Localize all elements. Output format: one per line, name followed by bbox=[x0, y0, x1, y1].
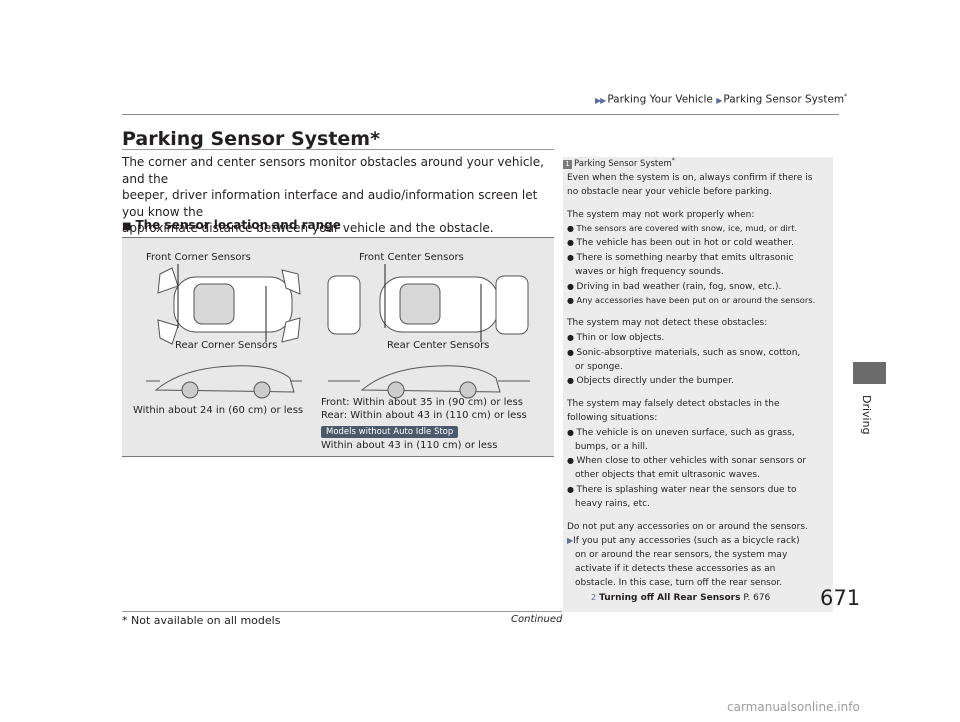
page-title: Parking Sensor System* bbox=[122, 128, 380, 150]
sidebar-arrow-text: If you put any accessories (such as a bi… bbox=[573, 536, 800, 547]
breadcrumb-arrow-icon: ▶ bbox=[716, 95, 722, 105]
breadcrumb: ▶▶Parking Your Vehicle ▶Parking Sensor S… bbox=[595, 93, 847, 106]
sidebar-line: obstacle. In this case, turn off the rea… bbox=[575, 577, 783, 588]
label-rear-corner: Rear Corner Sensors bbox=[175, 340, 278, 351]
sidebar-line: heavy rains, etc. bbox=[575, 498, 650, 509]
sidebar-line: bumps, or a hill. bbox=[575, 441, 648, 452]
sidebar-line: other objects that emit ultrasonic waves… bbox=[575, 470, 760, 481]
sidebar-line: waves or high frequency sounds. bbox=[575, 266, 724, 277]
footer-divider bbox=[122, 611, 562, 612]
intro-line: beeper, driver information interface and… bbox=[122, 188, 538, 219]
sidebar-bullet-text: Sonic-absorptive materials, such as snow… bbox=[576, 347, 801, 358]
sidebar-body: Even when the system is on, always confi… bbox=[567, 172, 815, 605]
label-center-front-range: Front: Within about 35 in (90 cm) or les… bbox=[321, 397, 523, 408]
watermark: carmanualsonline.info bbox=[727, 700, 860, 714]
breadcrumb-item-sensor[interactable]: Parking Sensor System bbox=[723, 93, 845, 106]
header-divider bbox=[122, 114, 839, 115]
sidebar-bullet: ● When close to other vehicles with sona… bbox=[567, 456, 807, 467]
page-number: 671 bbox=[820, 586, 861, 610]
sidebar-bullet: ● The vehicle is on uneven surface, such… bbox=[567, 427, 795, 438]
sidebar-bullet-text: Driving in bad weather (rain, fog, snow,… bbox=[576, 281, 782, 292]
sidebar-note-box bbox=[563, 157, 833, 612]
continued-label: Continued bbox=[511, 614, 563, 625]
page-title-asterisk: * bbox=[370, 128, 381, 150]
callout-lines bbox=[177, 264, 482, 342]
sidebar-bullet: ● Driving in bad weather (rain, fog, sno… bbox=[567, 281, 782, 292]
sidebar-bullet: ● Objects directly under the bumper. bbox=[567, 376, 734, 387]
section-heading-text: The sensor location and range bbox=[135, 218, 341, 232]
reference-title: Turning off All Rear Sensors bbox=[599, 592, 741, 603]
sidebar-bullet: ● The vehicle has been out in hot or col… bbox=[567, 238, 794, 249]
breadcrumb-item-parking[interactable]: Parking Your Vehicle bbox=[607, 93, 713, 106]
sidebar-heading-text: Parking Sensor System bbox=[574, 158, 672, 169]
section-heading: ■The sensor location and range bbox=[122, 218, 341, 232]
sidebar-line: or sponge. bbox=[575, 361, 623, 372]
section-marker: ■ bbox=[122, 221, 132, 232]
chapter-tab-marker bbox=[853, 362, 886, 384]
sidebar-bullet-text: Thin or low objects. bbox=[576, 332, 665, 343]
sidebar-bullet-text: The sensors are covered with snow, ice, … bbox=[576, 223, 798, 234]
label-corner-range: Within about 24 in (60 cm) or less bbox=[133, 405, 304, 416]
models-badge: Models without Auto Idle Stop bbox=[321, 426, 459, 438]
breadcrumb-arrow-icon: ▶▶ bbox=[595, 95, 606, 105]
arrow-icon: ▶ bbox=[567, 536, 574, 546]
sidebar-bullet: ● There is splashing water near the sens… bbox=[567, 484, 797, 495]
sidebar-line: no obstacle near your vehicle before par… bbox=[567, 186, 772, 197]
sidebar-line: following situations: bbox=[567, 412, 658, 423]
sidebar-number-icon: 1 bbox=[563, 159, 572, 169]
label-front-corner: Front Corner Sensors bbox=[146, 252, 251, 263]
intro-line: The corner and center sensors monitor ob… bbox=[122, 155, 544, 186]
sidebar-bullet-text: Any accessories have been put on or arou… bbox=[576, 295, 816, 306]
sidebar-bullet-text: When close to other vehicles with sonar … bbox=[576, 456, 807, 467]
intro-paragraph: The corner and center sensors monitor ob… bbox=[122, 154, 554, 237]
sidebar-bullet-text: The vehicle is on uneven surface, such a… bbox=[576, 427, 795, 438]
breadcrumb-asterisk: * bbox=[844, 93, 848, 100]
side-view-car-corner bbox=[146, 365, 302, 399]
sidebar-line: The system may not work properly when: bbox=[567, 209, 755, 220]
reference-icon: 2 bbox=[591, 592, 597, 602]
sidebar-bullet-text: There is something nearby that emits ult… bbox=[576, 252, 794, 263]
top-view-car-corner bbox=[157, 267, 301, 345]
label-rear-center: Rear Center Sensors bbox=[387, 340, 490, 351]
reference-page: P. 676 bbox=[743, 592, 771, 603]
sidebar-bullet-text: Objects directly under the bumper. bbox=[576, 376, 734, 387]
sidebar-line: The system may not detect these obstacle… bbox=[567, 318, 768, 329]
footnote: * Not available on all models bbox=[122, 614, 281, 627]
page-title-text: Parking Sensor System bbox=[122, 128, 371, 150]
sidebar-heading-asterisk: * bbox=[671, 157, 675, 164]
sidebar-bullet: ● Sonic-absorptive materials, such as sn… bbox=[567, 347, 801, 358]
sidebar-bullet: ● There is something nearby that emits u… bbox=[567, 252, 794, 263]
label-alt-range: Within about 43 in (110 cm) or less bbox=[321, 440, 498, 451]
sidebar-line: Even when the system is on, always confi… bbox=[567, 173, 813, 183]
title-divider bbox=[122, 149, 554, 150]
top-view-car-center bbox=[327, 275, 529, 335]
sensor-diagram bbox=[122, 237, 554, 457]
sidebar-bullet-text: There is splashing water near the sensor… bbox=[576, 484, 797, 495]
sidebar-line: on or around the rear sensors, the syste… bbox=[575, 550, 788, 561]
sidebar-line: activate if it detects these accessories… bbox=[575, 563, 776, 574]
sensor-diagram-graphic bbox=[146, 264, 530, 399]
label-center-rear-range: Rear: Within about 43 in (110 cm) or les… bbox=[321, 410, 527, 421]
side-view-car-center bbox=[328, 365, 530, 399]
sidebar-bullet-text: The vehicle has been out in hot or cold … bbox=[576, 238, 794, 249]
sidebar-bullet: ● Thin or low objects. bbox=[567, 332, 665, 343]
intro-line: approximate distance between your vehicl… bbox=[122, 221, 494, 235]
sidebar-line: The system may falsely detect obstacles … bbox=[567, 399, 780, 410]
label-front-center: Front Center Sensors bbox=[359, 252, 464, 263]
sidebar-bullet: ● The sensors are covered with snow, ice… bbox=[567, 223, 798, 234]
sidebar-arrow-line: ▶If you put any accessories (such as a b… bbox=[567, 534, 815, 549]
sidebar-bullet: ● Any accessories have been put on or ar… bbox=[567, 295, 816, 306]
sidebar-line: Do not put any accessories on or around … bbox=[567, 521, 808, 532]
chapter-tab-label: Driving bbox=[860, 395, 873, 435]
